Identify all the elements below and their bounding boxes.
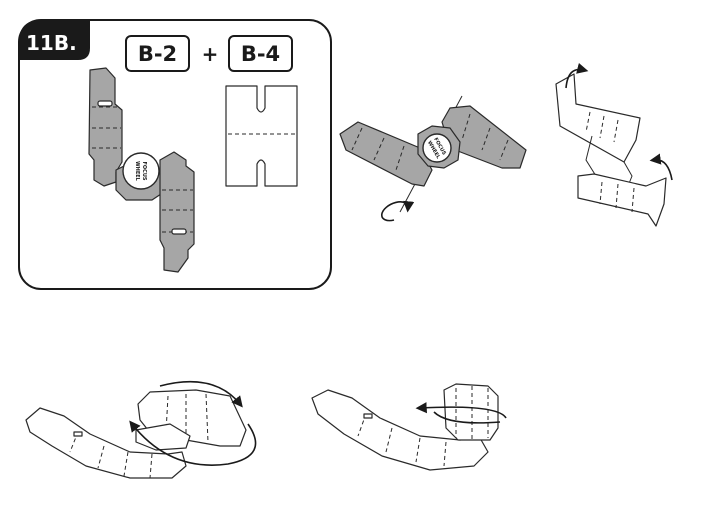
slot (97, 100, 113, 107)
curved-arrow-icon (565, 62, 589, 89)
curved-arrow-icon (129, 420, 257, 466)
fold-line (205, 393, 209, 443)
curved-arrow-icon (415, 402, 507, 419)
long-strip (25, 407, 187, 479)
svg-text:WHEEL: WHEEL (134, 161, 140, 182)
part-b4-flat (225, 85, 298, 187)
wrapping-sleeve-lower (135, 423, 191, 451)
step-number-tag: 11B. (19, 20, 90, 60)
focus-wheel-disc (422, 133, 452, 163)
fold-line (395, 145, 405, 171)
assembly-step-rotate-arm: FOCUS WHEEL (339, 95, 527, 222)
part-label-b4-text: B-4 (241, 42, 280, 66)
curved-arrow-icon (159, 380, 243, 408)
part-label-b2: B-2 (125, 35, 190, 72)
focus-wheel-disc (122, 152, 160, 190)
b4-folded-top (555, 73, 641, 163)
assembly-step-wrap-left (25, 380, 257, 479)
part-b2-flat: FOCUS WHEEL (88, 67, 195, 273)
long-strip (311, 389, 489, 471)
part-label-b2-box (125, 35, 190, 72)
fold-line (599, 181, 603, 205)
svg-text:FOCUS: FOCUS (141, 162, 147, 181)
plus-sign: + (202, 42, 219, 66)
fold-line (499, 139, 509, 161)
assembly-step-fold-b4 (555, 62, 673, 227)
slot (73, 431, 83, 437)
part-b2-lower-strip (159, 151, 195, 273)
step-panel: 11B. B-2 + B-4 FOCUS WHEEL (18, 19, 332, 290)
step-number-tag-bg (19, 20, 90, 60)
part-label-b2-text: B-2 (138, 42, 177, 66)
assembly-step-wrap-right (311, 383, 507, 471)
fold-line (585, 111, 591, 133)
fold-line (461, 113, 471, 141)
curved-arrow-icon (649, 153, 673, 181)
step-number: 11B. (26, 31, 77, 55)
part-label-b4: B-4 (228, 35, 293, 72)
slot (363, 413, 373, 419)
rotate-arrow-icon (380, 200, 415, 222)
fold-line (613, 119, 619, 143)
fold-line (599, 115, 605, 139)
part-b4-outline (225, 85, 298, 187)
focus-wheel-label: FOCUS WHEEL (134, 161, 147, 182)
b4-folded-bottom (577, 173, 667, 227)
fold-line (481, 127, 491, 151)
arm-left-segment (339, 121, 433, 187)
curved-arrow-icon (433, 411, 501, 424)
part-label-b4-box (228, 35, 293, 72)
slot (171, 228, 187, 235)
wrapped-box (443, 383, 499, 441)
fold-line (97, 445, 105, 469)
